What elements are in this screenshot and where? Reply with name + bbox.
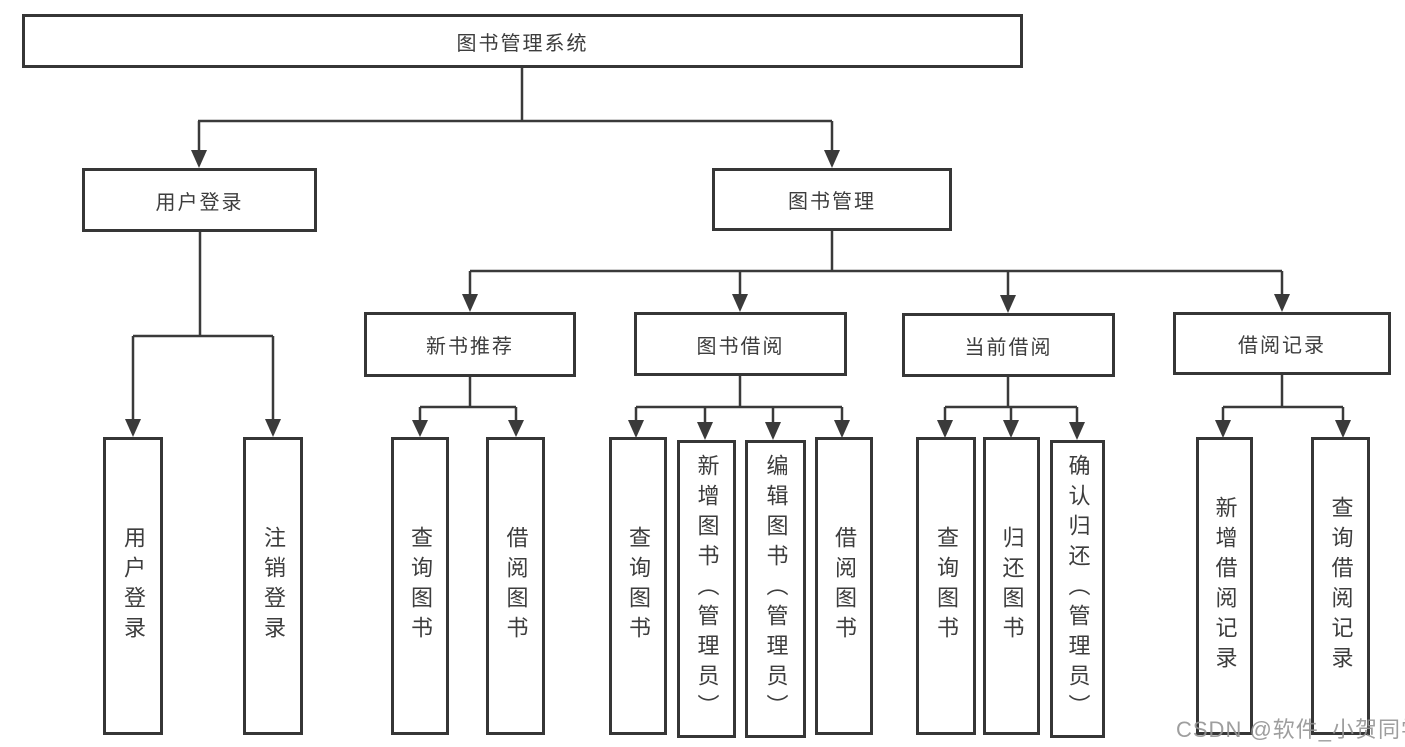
node-label: 查询借阅记录 [1328, 496, 1354, 676]
node-add-book-admin: 新增图书（管理员） [677, 440, 736, 738]
node-label: 归还图书 [999, 526, 1025, 646]
node-book-management: 图书管理 [712, 168, 952, 231]
edge-current-borrow-children [937, 377, 1085, 440]
edge-new-book-recommend-children [412, 377, 524, 437]
node-return-books: 归还图书 [983, 437, 1040, 735]
node-label: 图书借阅 [696, 335, 785, 358]
edge-book-management-children [462, 231, 1290, 313]
node-user-login: 用户登录 [82, 168, 317, 232]
node-label: 新书推荐 [426, 336, 514, 358]
node-query-books-borrow: 查询图书 [609, 437, 667, 735]
node-label: 当前借阅 [964, 336, 1053, 359]
node-library-management-system: 图书管理系统 [22, 14, 1023, 68]
node-add-borrow-record: 新增借阅记录 [1196, 437, 1253, 735]
node-label: 借阅图书 [503, 526, 529, 646]
edge-book-borrow-children [628, 376, 850, 440]
node-user-login-leaf: 用户登录 [103, 437, 163, 735]
node-label: 查询图书 [934, 526, 959, 646]
node-label: 新增借阅记录 [1212, 496, 1238, 676]
node-label: 确认归还（管理员） [1065, 454, 1091, 724]
node-label: 注销登录 [261, 526, 286, 646]
node-label: 借阅图书 [832, 526, 857, 646]
node-query-books-recommend: 查询图书 [391, 437, 449, 735]
node-query-borrow-record: 查询借阅记录 [1311, 437, 1370, 735]
node-label: 用户登录 [121, 526, 146, 646]
node-label: 图书管理系统 [456, 32, 589, 55]
node-edit-book-admin: 编辑图书（管理员） [745, 440, 806, 738]
node-label: 新增图书（管理员） [694, 454, 720, 724]
edge-root-to-level2 [191, 68, 840, 168]
node-confirm-return-admin: 确认归还（管理员） [1050, 440, 1105, 738]
node-new-book-recommend: 新书推荐 [364, 312, 576, 377]
edge-user-login-children [125, 232, 281, 437]
node-label: 查询图书 [408, 526, 433, 646]
node-query-books-current: 查询图书 [916, 437, 976, 735]
node-borrow-books-recommend: 借阅图书 [486, 437, 545, 735]
node-book-borrow: 图书借阅 [634, 312, 847, 376]
node-label: 查询图书 [626, 526, 651, 646]
node-label: 图书管理 [788, 191, 876, 213]
node-current-borrow: 当前借阅 [902, 313, 1115, 377]
node-borrow-books-leaf: 借阅图书 [815, 437, 873, 735]
node-borrow-records: 借阅记录 [1173, 312, 1391, 375]
edge-borrow-records-children [1215, 375, 1351, 438]
watermark: CSDN @软件_小贺同学 [1176, 717, 1405, 742]
node-label: 借阅记录 [1238, 335, 1326, 357]
node-label: 用户登录 [155, 191, 244, 214]
node-logout: 注销登录 [243, 437, 303, 735]
node-label: 编辑图书（管理员） [763, 454, 789, 724]
